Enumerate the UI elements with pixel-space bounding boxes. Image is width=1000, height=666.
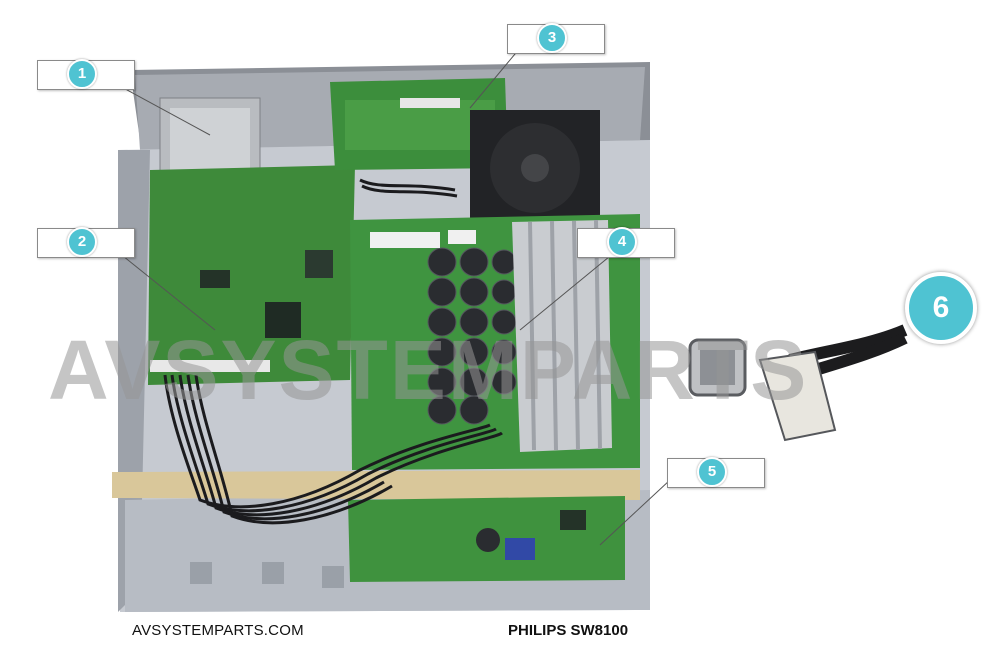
capacitor-bank (427, 247, 517, 425)
cooling-fan (470, 110, 600, 220)
heatsink (512, 219, 612, 452)
ribbon-cable (163, 178, 503, 525)
model-caption: PHILIPS SW8100 (508, 622, 629, 639)
callout-marker-6: 6 (905, 272, 977, 344)
callout-leaders (117, 47, 671, 546)
watermark: AVSYSTEMPARTS (48, 323, 809, 417)
site-caption: AVSYSTEMPARTS.COM (132, 622, 304, 639)
main-board (148, 165, 355, 385)
callout-marker-2: 2 (67, 227, 97, 257)
display-board (330, 78, 508, 170)
callout-marker-5: 5 (697, 457, 727, 487)
power-board (348, 496, 625, 582)
callout-marker-1: 1 (67, 59, 97, 89)
amplifier-board (350, 214, 640, 470)
callout-marker-3: 3 (537, 23, 567, 53)
connector-harness (688, 324, 908, 442)
callout-marker-4: 4 (607, 227, 637, 257)
